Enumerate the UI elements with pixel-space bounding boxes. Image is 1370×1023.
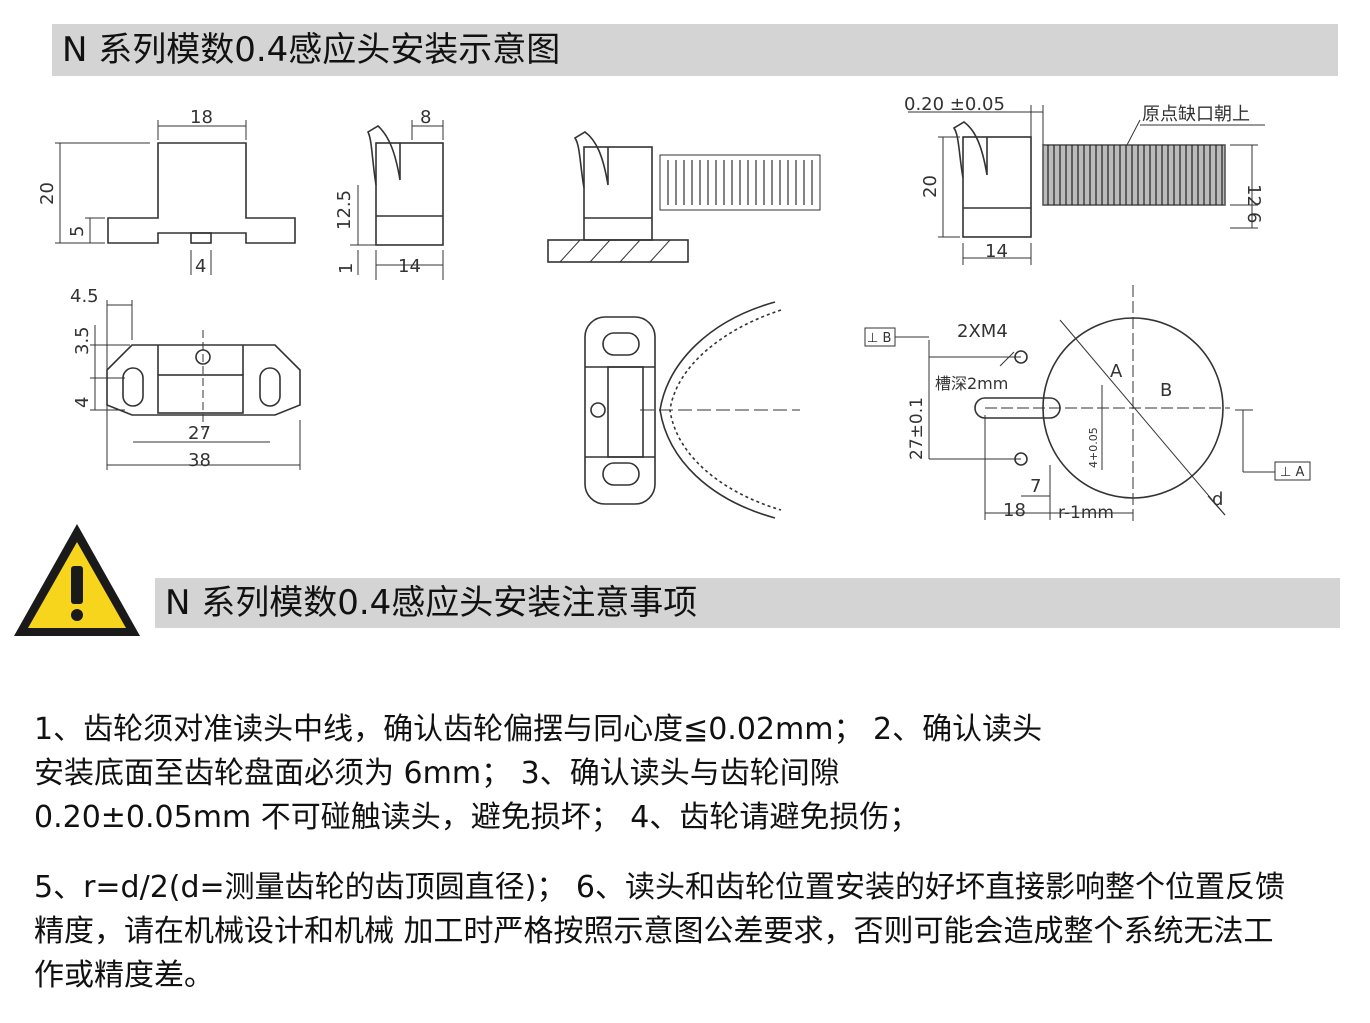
sensor-bottom-view [90, 300, 301, 470]
dim-4-tol-label: 4+0.05 [1087, 427, 1100, 468]
dim-5-label: 5 [67, 226, 88, 237]
dim-18-label: 18 [190, 107, 213, 128]
dim-1-label: 1 [336, 263, 357, 274]
dim-27-label: 27 [188, 423, 211, 444]
sensor-front-profile [55, 120, 296, 275]
sensor-gear-assembly [584, 301, 800, 519]
sensor-rack-assembly [547, 131, 821, 263]
groove-label: 槽深2mm [935, 374, 1008, 393]
page-title: N 系列模数0.4感应头安装示意图 [52, 24, 1338, 76]
sensor-side-view [350, 120, 444, 280]
sensor-rack-dimensions [908, 105, 1265, 265]
dim-r-label: r-1mm [1058, 503, 1114, 523]
dim-20-right-label: 20 [920, 175, 941, 198]
dim-7-label: 7 [1030, 476, 1041, 497]
warning-triangle-icon [14, 524, 140, 636]
screws-label: 2XM4 [957, 321, 1008, 342]
datum-a-label: ⊥ A [1280, 465, 1304, 480]
installation-drawings: 18 20 5 4 8 12.5 1 14 [37, 94, 1311, 525]
dim-18-bottom-label: 18 [1003, 500, 1026, 521]
dim-38-label: 38 [188, 450, 211, 471]
dim-14-right-label: 14 [985, 241, 1008, 262]
dim-20-label: 20 [37, 182, 58, 205]
mounting-layout [864, 285, 1311, 525]
dim-8-label: 8 [420, 107, 431, 128]
dim-3-5-label: 3.5 [72, 326, 93, 355]
dim-12-label: 12 [1243, 184, 1264, 207]
dim-6-label: 6 [1243, 212, 1264, 223]
label-d: d [1212, 489, 1223, 510]
datum-b-label: ⊥ B [867, 331, 891, 346]
note-paragraph-2: 5、r=d/2(d=测量齿轮的齿顶圆直径)； 6、读头和齿轮位置安装的好坏直接影… [34, 870, 1286, 993]
dim-27-tol-label: 27±0.1 [907, 397, 927, 460]
dim-12-5-label: 12.5 [334, 190, 355, 230]
notes-block-2: 5、r=d/2(d=测量齿轮的齿顶圆直径)； 6、读头和齿轮位置安装的好坏直接影… [34, 866, 1294, 998]
origin-notch-label: 原点缺口朝上 [1142, 104, 1250, 125]
gap-label: 0.20 ±0.05 [904, 94, 1005, 115]
dim-4-bottom-label: 4 [72, 397, 93, 408]
notes-block-1: 1、齿轮须对准读头中线，确认齿轮偏摆与同心度≦0.02mm； 2、确认读头安装底… [34, 708, 1044, 840]
caution-title: N 系列模数0.4感应头安装注意事项 [155, 578, 1340, 628]
dim-4-5-label: 4.5 [70, 286, 99, 307]
note-paragraph-1: 1、齿轮须对准读头中线，确认齿轮偏摆与同心度≦0.02mm； 2、确认读头安装底… [34, 712, 1043, 835]
dim-14-label: 14 [398, 256, 421, 277]
label-b: B [1160, 380, 1172, 401]
label-a: A [1110, 361, 1123, 382]
dim-4-label: 4 [195, 256, 206, 277]
